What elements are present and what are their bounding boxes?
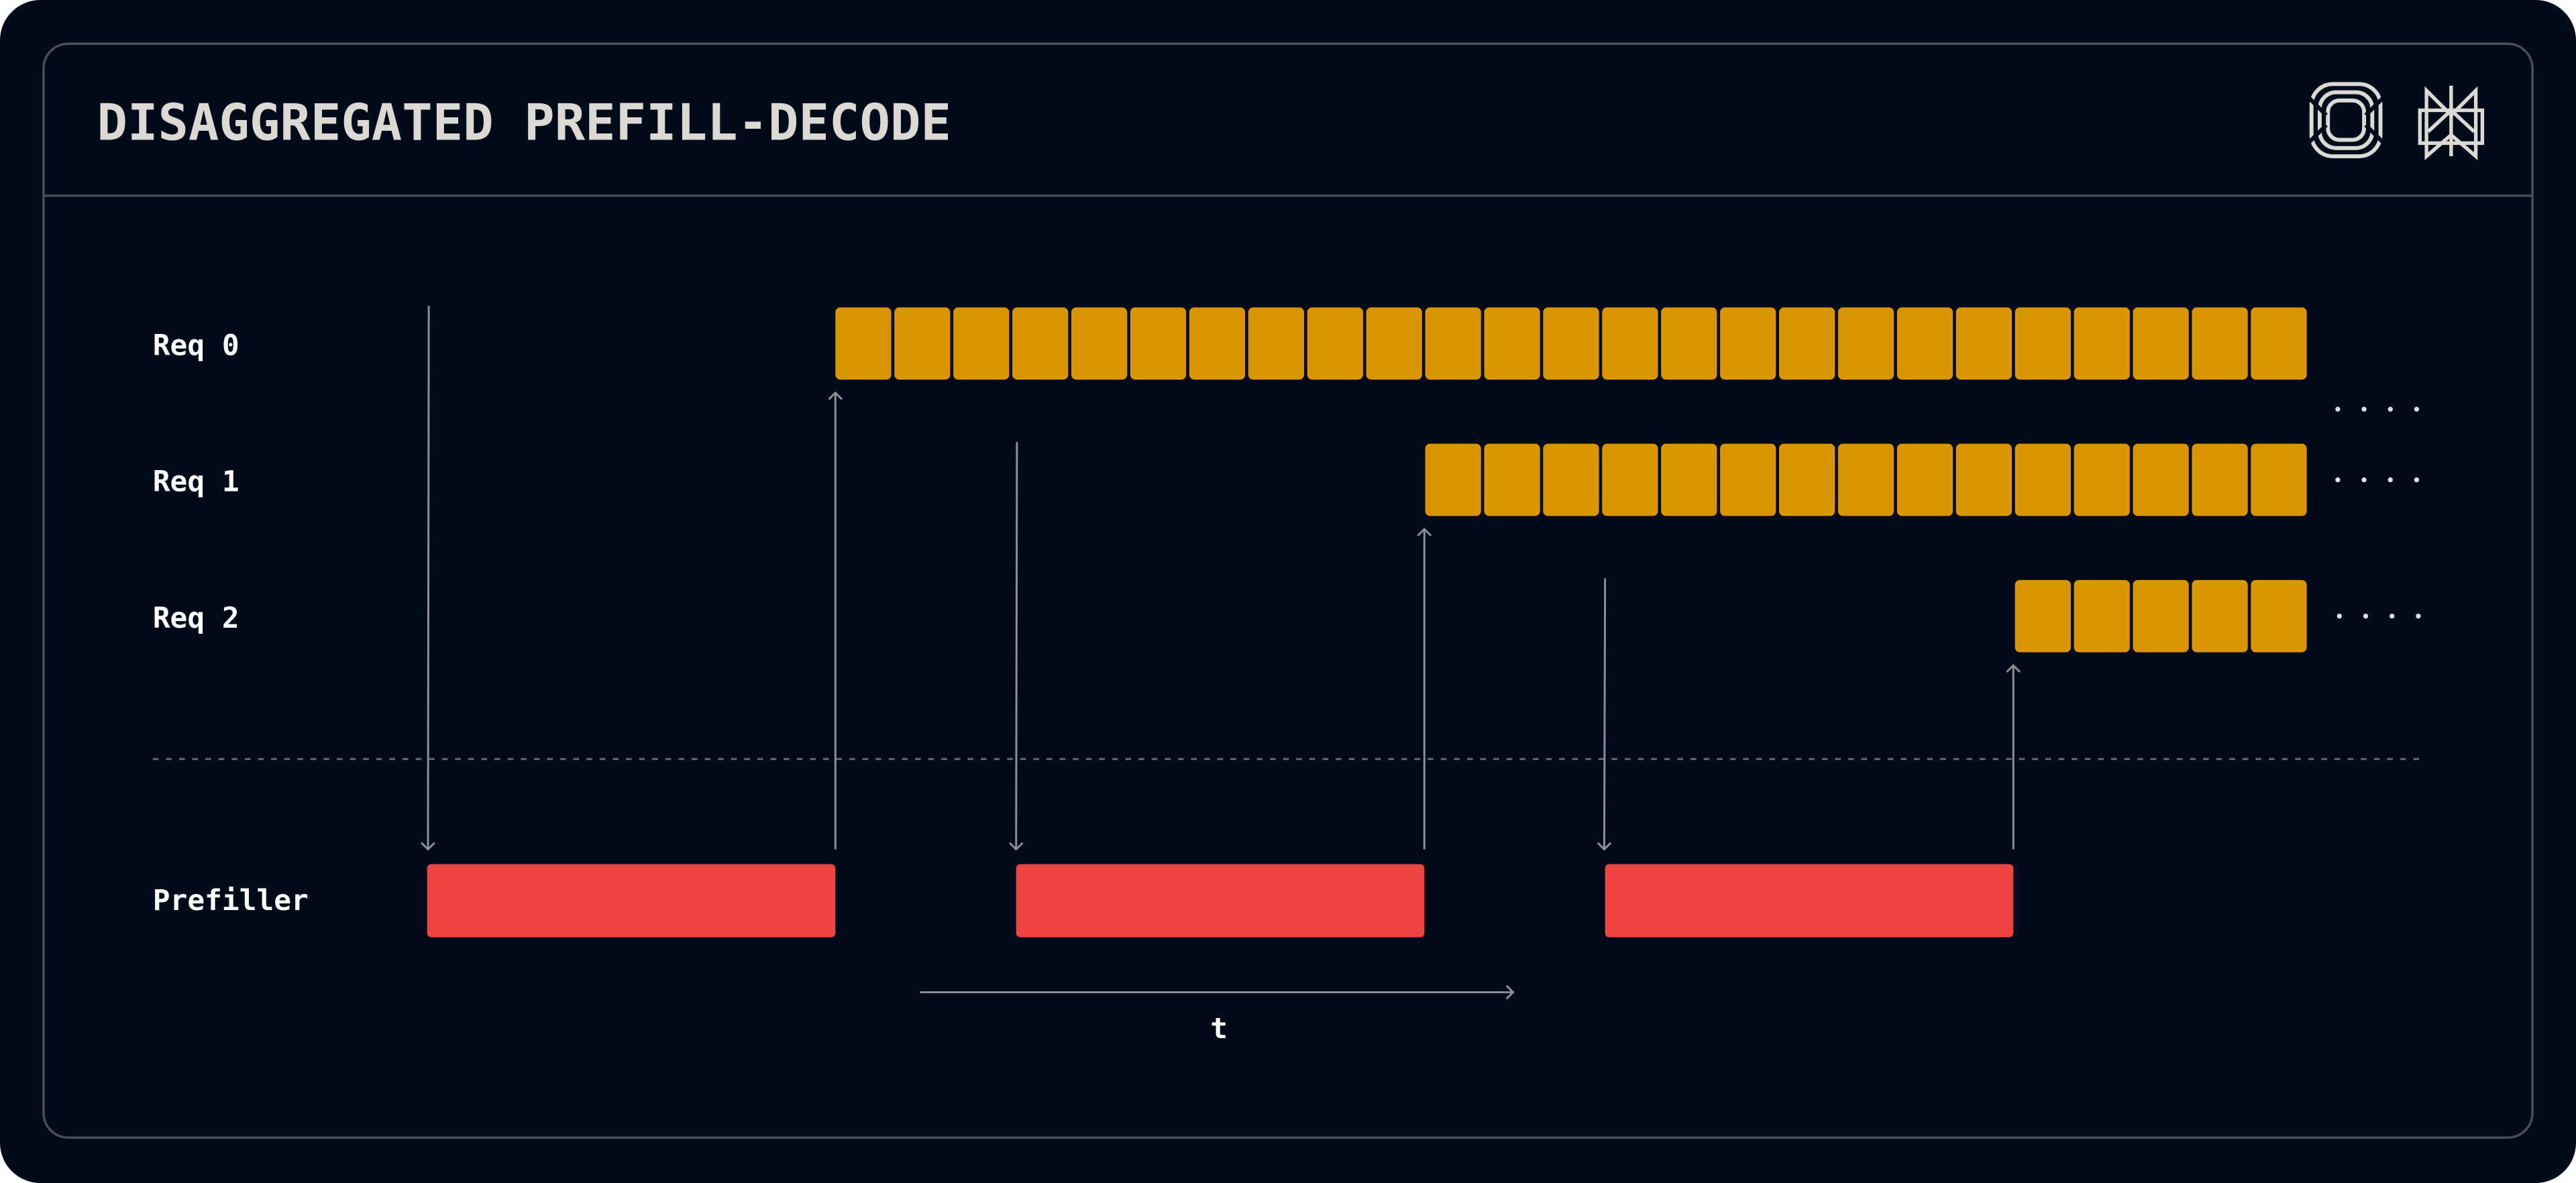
time-axis-label: t <box>1210 1012 1228 1046</box>
concentric-rings-logo-icon <box>2305 82 2387 158</box>
decode-token <box>1248 307 1304 380</box>
decode-token <box>1896 443 1953 516</box>
arrow-req-1-to-prefiller <box>1008 442 1024 851</box>
row-label-req-2: Req 2 <box>153 602 239 635</box>
decode-token <box>1425 307 1481 380</box>
decode-token <box>1307 307 1363 380</box>
decode-token <box>1071 307 1128 380</box>
decode-token <box>1484 443 1540 516</box>
decode-token <box>1896 307 1953 380</box>
decode-token <box>2133 579 2189 653</box>
arrow-req-0-to-prefiller <box>421 305 435 851</box>
decode-token <box>835 307 892 380</box>
decode-token <box>2251 443 2307 516</box>
decode-token <box>2192 443 2248 516</box>
decode-token <box>953 307 1010 380</box>
decode-token <box>2015 579 2071 653</box>
decode-token <box>2192 307 2248 380</box>
decode-token <box>1012 307 1069 380</box>
decode-token <box>1484 307 1540 380</box>
decode-token <box>1189 307 1246 380</box>
decode-token <box>2133 443 2189 516</box>
row-label-req-1: Req 1 <box>153 465 239 499</box>
row-label-req-0: Req 0 <box>153 329 239 362</box>
decode-token <box>1955 307 2012 380</box>
arrow-req-2-to-prefiller <box>1597 578 1612 851</box>
continuation-dots <box>2335 406 2421 619</box>
decode-token <box>1720 443 1776 516</box>
decode-token <box>2133 307 2189 380</box>
card-border <box>42 42 2534 1139</box>
decode-token <box>1602 443 1658 516</box>
decode-token <box>2251 307 2307 380</box>
decode-token <box>2074 579 2130 653</box>
prefill-block-req-0 <box>427 864 836 938</box>
decode-token <box>1602 307 1658 380</box>
decode-token <box>1720 307 1776 380</box>
decode-token-rows <box>835 307 2307 653</box>
decode-token <box>1837 443 1894 516</box>
prefill-block-req-1 <box>1016 864 1425 938</box>
decode-token <box>2192 579 2248 653</box>
decode-token <box>1366 307 1422 380</box>
decode-token <box>1425 443 1481 516</box>
decode-token <box>2015 307 2071 380</box>
decode-token <box>1543 443 1599 516</box>
decode-token <box>1955 443 2012 516</box>
decode-token <box>2074 443 2130 516</box>
row-label-prefiller: Prefiller <box>153 884 309 917</box>
decode-token <box>1130 307 1187 380</box>
prefill-block-req-2 <box>1605 864 2014 938</box>
decode-token <box>894 307 951 380</box>
decode-token <box>1779 443 1835 516</box>
decode-token <box>1543 307 1599 380</box>
decode-token <box>1661 443 1717 516</box>
decode-token <box>2074 307 2130 380</box>
perplexity-logo-icon <box>2418 85 2485 160</box>
decode-token <box>1837 307 1894 380</box>
page-title: DISAGGREGATED PREFILL-DECODE <box>97 94 951 152</box>
decode-token <box>2251 579 2307 653</box>
decode-token <box>1661 307 1717 380</box>
decode-token <box>1779 307 1835 380</box>
decode-token <box>2015 443 2071 516</box>
